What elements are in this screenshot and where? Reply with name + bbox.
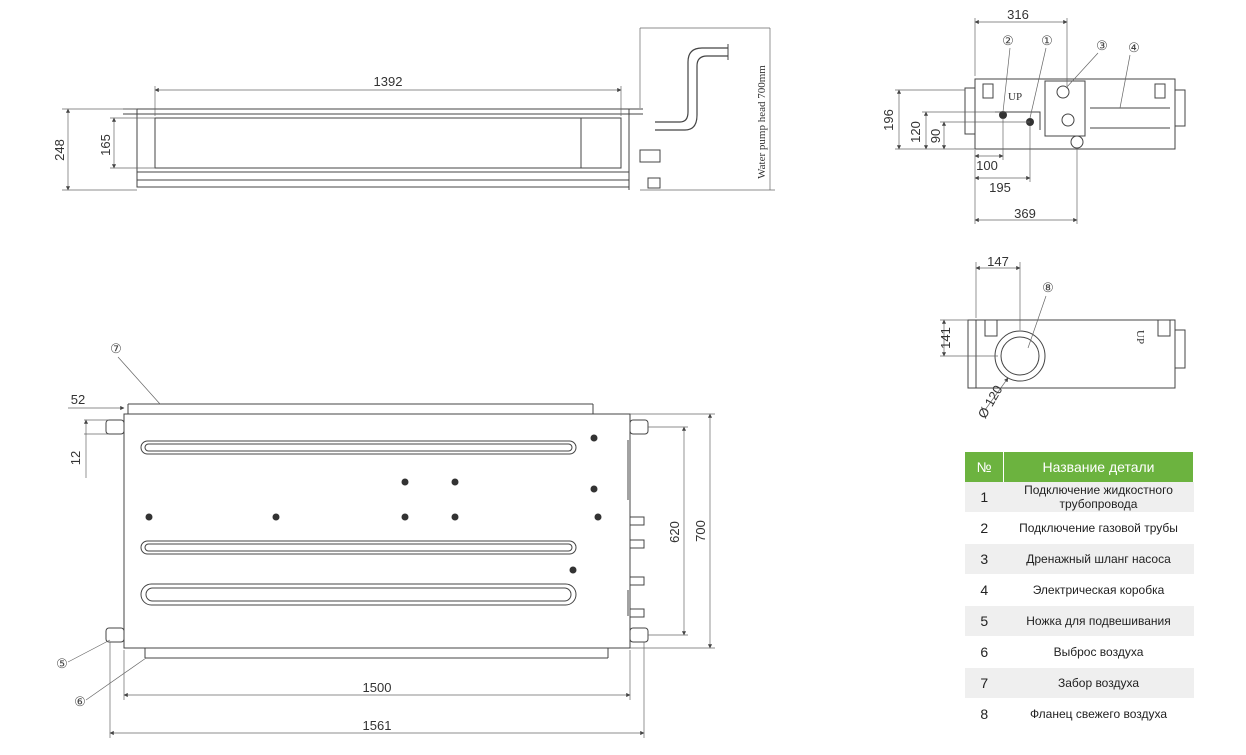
front-width-label: 1392: [374, 74, 403, 89]
pump-head-note: Water pump head 700mm: [756, 65, 768, 179]
table-header: № Название детали: [965, 452, 1194, 482]
side-dim-120: 120: [908, 121, 923, 143]
row-name: Фланец свежего воздуха: [1003, 698, 1194, 730]
callout-2: ②: [1002, 34, 1014, 49]
side-view: UP ② ① ③ ④ 316 196 120 90 100 195 369: [881, 7, 1186, 224]
plan-dim-620: 620: [667, 521, 682, 543]
plan-dim-52: 52: [71, 392, 85, 407]
row-name: Забор воздуха: [1003, 667, 1194, 699]
col-num-header: №: [965, 452, 1004, 482]
callout-7: ⑦: [110, 342, 122, 357]
row-num: 7: [965, 667, 1004, 699]
rear-view: UP ⑧ 147 141 Ø 120: [938, 254, 1186, 421]
side-dim-100: 100: [976, 158, 998, 173]
side-dim-195: 195: [989, 180, 1011, 195]
side-dim-369: 369: [1014, 206, 1036, 221]
row-num: 5: [965, 605, 1004, 637]
callout-6: ⑥: [74, 695, 86, 710]
row-num: 8: [965, 698, 1004, 730]
plan-dim-1561: 1561: [363, 718, 392, 733]
side-dim-196: 196: [881, 109, 896, 131]
side-dim-90: 90: [928, 129, 943, 143]
front-inner-height-label: 165: [98, 134, 113, 156]
rear-up-mark: UP: [1134, 330, 1146, 344]
front-height-label: 248: [52, 139, 67, 161]
row-name: Подключение газовой трубы: [1003, 512, 1194, 544]
row-num: 3: [965, 543, 1004, 575]
plan-view: ⑦ ⑤ ⑥ 52 12 620 700 1500 1561: [56, 342, 715, 738]
plan-dim-12: 12: [68, 451, 83, 465]
row-num: 2: [965, 512, 1004, 544]
callout-3: ③: [1096, 39, 1108, 54]
row-name: Дренажный шланг насоса: [1003, 543, 1194, 575]
row-name: Ножка для подвешивания: [1003, 605, 1194, 637]
row-num: 6: [965, 636, 1004, 668]
row-name: Подключение жидкостного трубопровода: [1003, 482, 1194, 513]
side-up-mark: UP: [1008, 91, 1022, 103]
col-name-header: Название детали: [1003, 452, 1194, 482]
callout-4: ④: [1128, 41, 1140, 56]
rear-dim-141: 141: [938, 327, 953, 349]
plan-dim-1500: 1500: [363, 680, 392, 695]
callout-5: ⑤: [56, 657, 68, 672]
row-num: 4: [965, 574, 1004, 606]
row-name: Выброс воздуха: [1003, 636, 1194, 668]
callout-1: ①: [1041, 34, 1053, 49]
callout-8: ⑧: [1042, 281, 1054, 296]
side-dim-316: 316: [1007, 7, 1029, 22]
row-num: 1: [965, 482, 1004, 513]
row-name: Электрическая коробка: [1003, 574, 1194, 606]
front-view: 1392 248 165 Water pump head 700mm: [52, 27, 775, 191]
rear-dim-147: 147: [987, 254, 1009, 269]
plan-dim-700: 700: [693, 520, 708, 542]
